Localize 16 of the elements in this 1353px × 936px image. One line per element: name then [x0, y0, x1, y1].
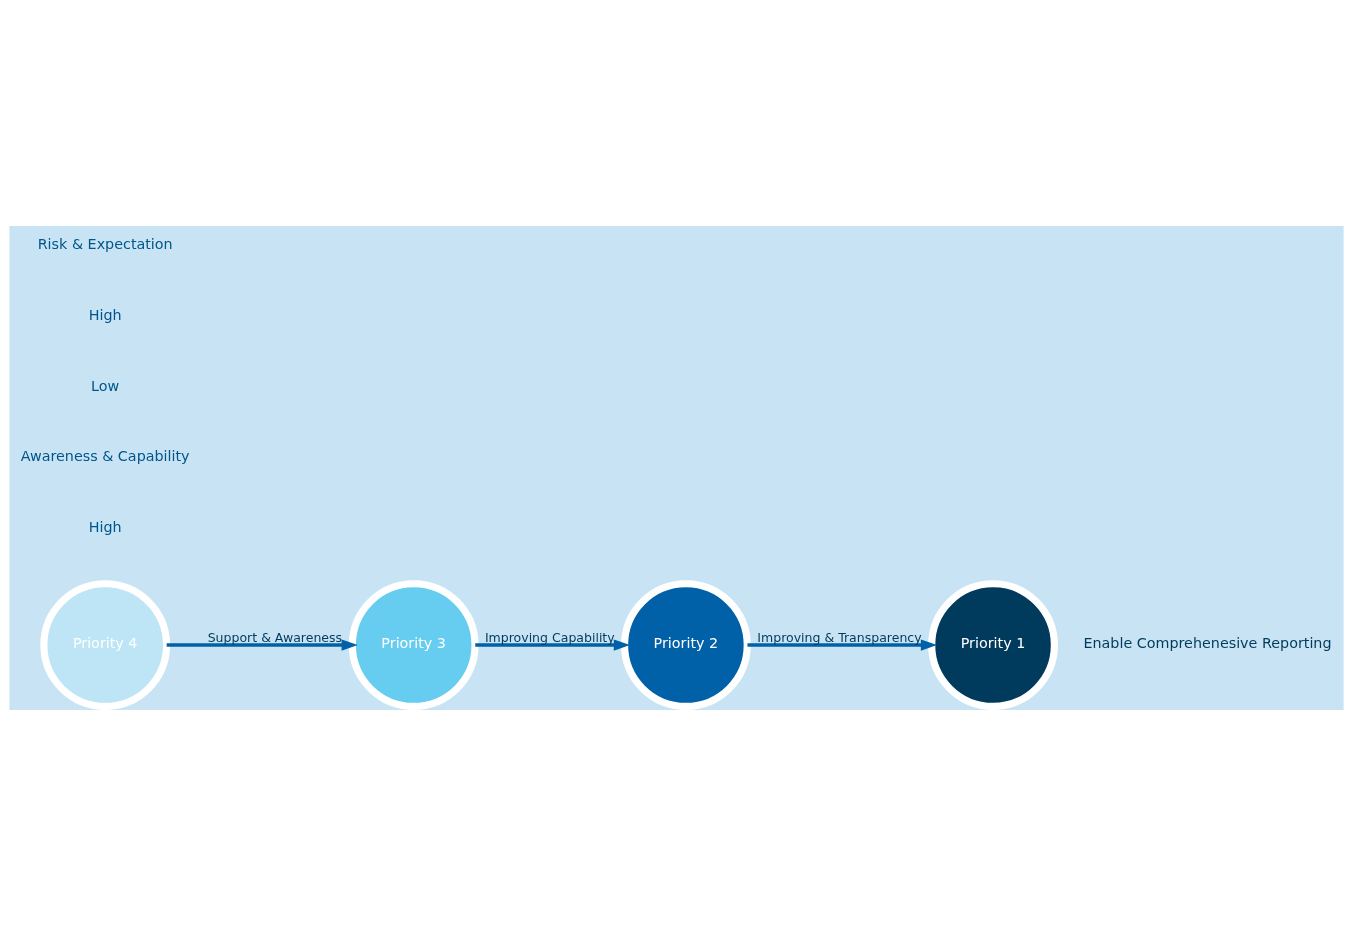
- arrow: [747, 639, 937, 651]
- node-circle: Priority 3: [348, 580, 479, 710]
- label: High: [88, 306, 122, 323]
- arrow: [166, 639, 358, 651]
- label: High: [88, 519, 122, 536]
- label: Low: [91, 377, 120, 394]
- label: Risk & Expectation: [37, 236, 173, 253]
- arrow: [475, 639, 630, 651]
- edge-label: Improving Capability: [484, 629, 615, 645]
- node-circle: Priority 2: [620, 580, 751, 710]
- node-circle: Priority 4: [40, 580, 171, 710]
- edge-label: Support & Awareness: [207, 629, 343, 645]
- label: Awareness & Capability: [20, 448, 190, 465]
- node-label: Enable Comprehenesive Reporting: [1083, 635, 1332, 652]
- edge-label: Improving & Transparency: [757, 629, 922, 645]
- node-circle: Priority 1: [928, 580, 1058, 710]
